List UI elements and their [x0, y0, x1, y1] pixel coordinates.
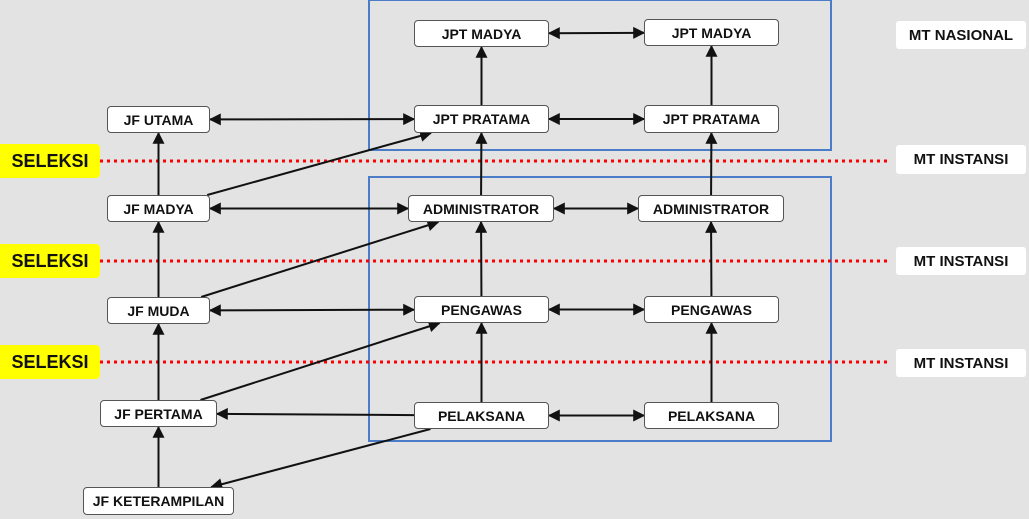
- edge-pelaksana_1-to-jf_pertama: [215, 407, 415, 420]
- label-mt-instansi-1: MT INSTANSI: [896, 145, 1026, 174]
- edge-jf_muda-to-administrator_1: [200, 219, 440, 298]
- edge-jf_pertama-to-pengawas_1: [200, 320, 441, 401]
- edge-jf_muda-to-pengawas_1: [208, 303, 416, 317]
- node-jf-muda: JF MUDA: [107, 297, 210, 324]
- node-jf-pertama: JF PERTAMA: [100, 400, 217, 427]
- edge-jf_madya-to-jpt_pratama_1: [206, 130, 433, 196]
- label-mt-instansi-2: MT INSTANSI: [896, 247, 1026, 275]
- label-seleksi-3: SELEKSI: [0, 345, 100, 379]
- label-mt-instansi-3: MT INSTANSI: [896, 349, 1026, 377]
- node-jpt-madya-right: JPT MADYA: [644, 19, 779, 46]
- label-seleksi-2: SELEKSI: [0, 244, 100, 278]
- node-jpt-madya-left: JPT MADYA: [414, 20, 549, 47]
- node-pengawas-right: PENGAWAS: [644, 296, 779, 323]
- node-administrator-right: ADMINISTRATOR: [638, 195, 784, 222]
- label-mt-nasional: MT NASIONAL: [896, 21, 1026, 49]
- node-jf-madya: JF MADYA: [107, 195, 210, 222]
- node-jf-keterampilan: JF KETERAMPILAN: [83, 487, 234, 515]
- national-group-box: [368, 0, 832, 151]
- node-jf-utama: JF UTAMA: [107, 106, 210, 133]
- node-pengawas-left: PENGAWAS: [414, 296, 549, 323]
- node-jpt-pratama-right: JPT PRATAMA: [644, 105, 779, 133]
- edges-layer: [152, 26, 718, 491]
- label-seleksi-1: SELEKSI: [0, 144, 100, 178]
- node-pelaksana-left: PELAKSANA: [414, 402, 549, 429]
- edge-pelaksana_1-to-jf_keterampilan: [210, 428, 431, 491]
- node-jpt-pratama-left: JPT PRATAMA: [414, 105, 549, 133]
- node-pelaksana-right: PELAKSANA: [644, 402, 779, 429]
- node-administrator-left: ADMINISTRATOR: [408, 195, 554, 222]
